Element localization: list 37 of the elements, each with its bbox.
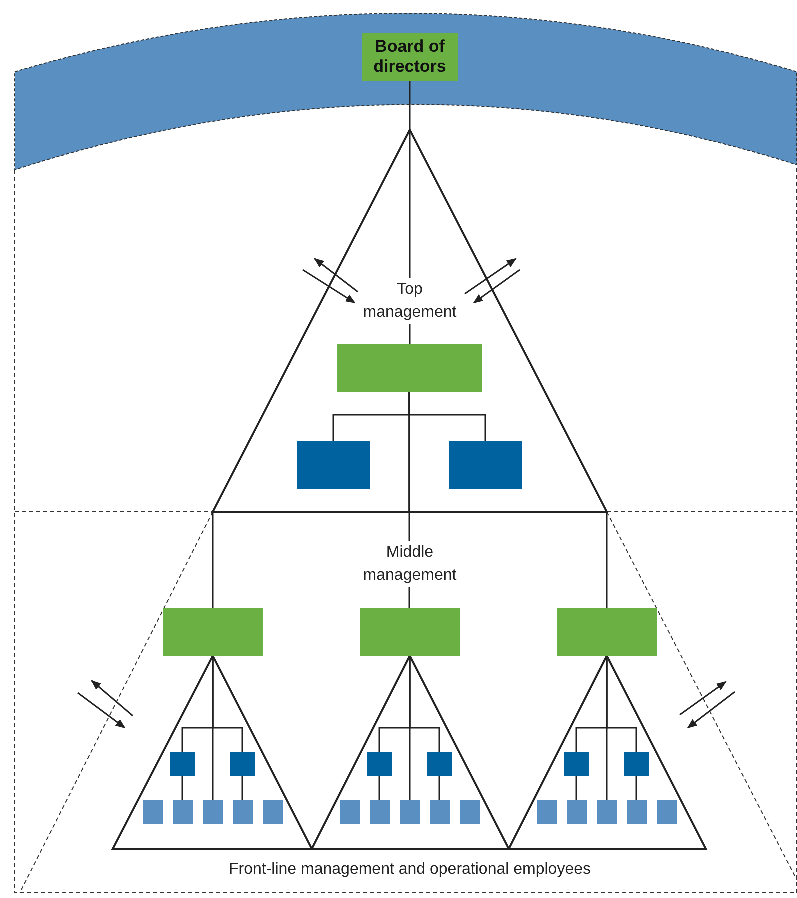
employee-box xyxy=(430,800,450,824)
department-box xyxy=(624,752,649,776)
connector-line xyxy=(438,776,440,800)
manager-box xyxy=(337,344,482,392)
department-box xyxy=(564,752,589,776)
department-box xyxy=(297,441,370,489)
connector-line xyxy=(408,392,608,608)
employee-box xyxy=(370,800,390,824)
connector-line xyxy=(182,776,184,800)
manager-box xyxy=(360,608,460,656)
employee-box xyxy=(400,800,420,824)
connector-line xyxy=(378,776,380,800)
employee-box xyxy=(460,800,480,824)
board-box: Board of directors xyxy=(362,33,458,81)
employee-box xyxy=(627,800,647,824)
employee-box xyxy=(537,800,557,824)
level-label: Top management xyxy=(362,278,458,324)
department-box xyxy=(449,441,522,489)
level-label: Middle management xyxy=(362,541,458,587)
manager-box xyxy=(557,608,657,656)
employee-box xyxy=(263,800,283,824)
connector-line xyxy=(242,776,244,800)
department-box xyxy=(170,752,195,776)
connector-line xyxy=(576,776,578,800)
employee-box xyxy=(143,800,163,824)
employee-box xyxy=(657,800,677,824)
manager-box xyxy=(163,608,263,656)
department-box xyxy=(427,752,452,776)
employee-box xyxy=(567,800,587,824)
employee-box xyxy=(597,800,617,824)
department-box xyxy=(367,752,392,776)
employee-box xyxy=(233,800,253,824)
employee-box xyxy=(203,800,223,824)
employee-box xyxy=(173,800,193,824)
department-box xyxy=(230,752,255,776)
employee-box xyxy=(340,800,360,824)
connector-line xyxy=(636,776,638,800)
